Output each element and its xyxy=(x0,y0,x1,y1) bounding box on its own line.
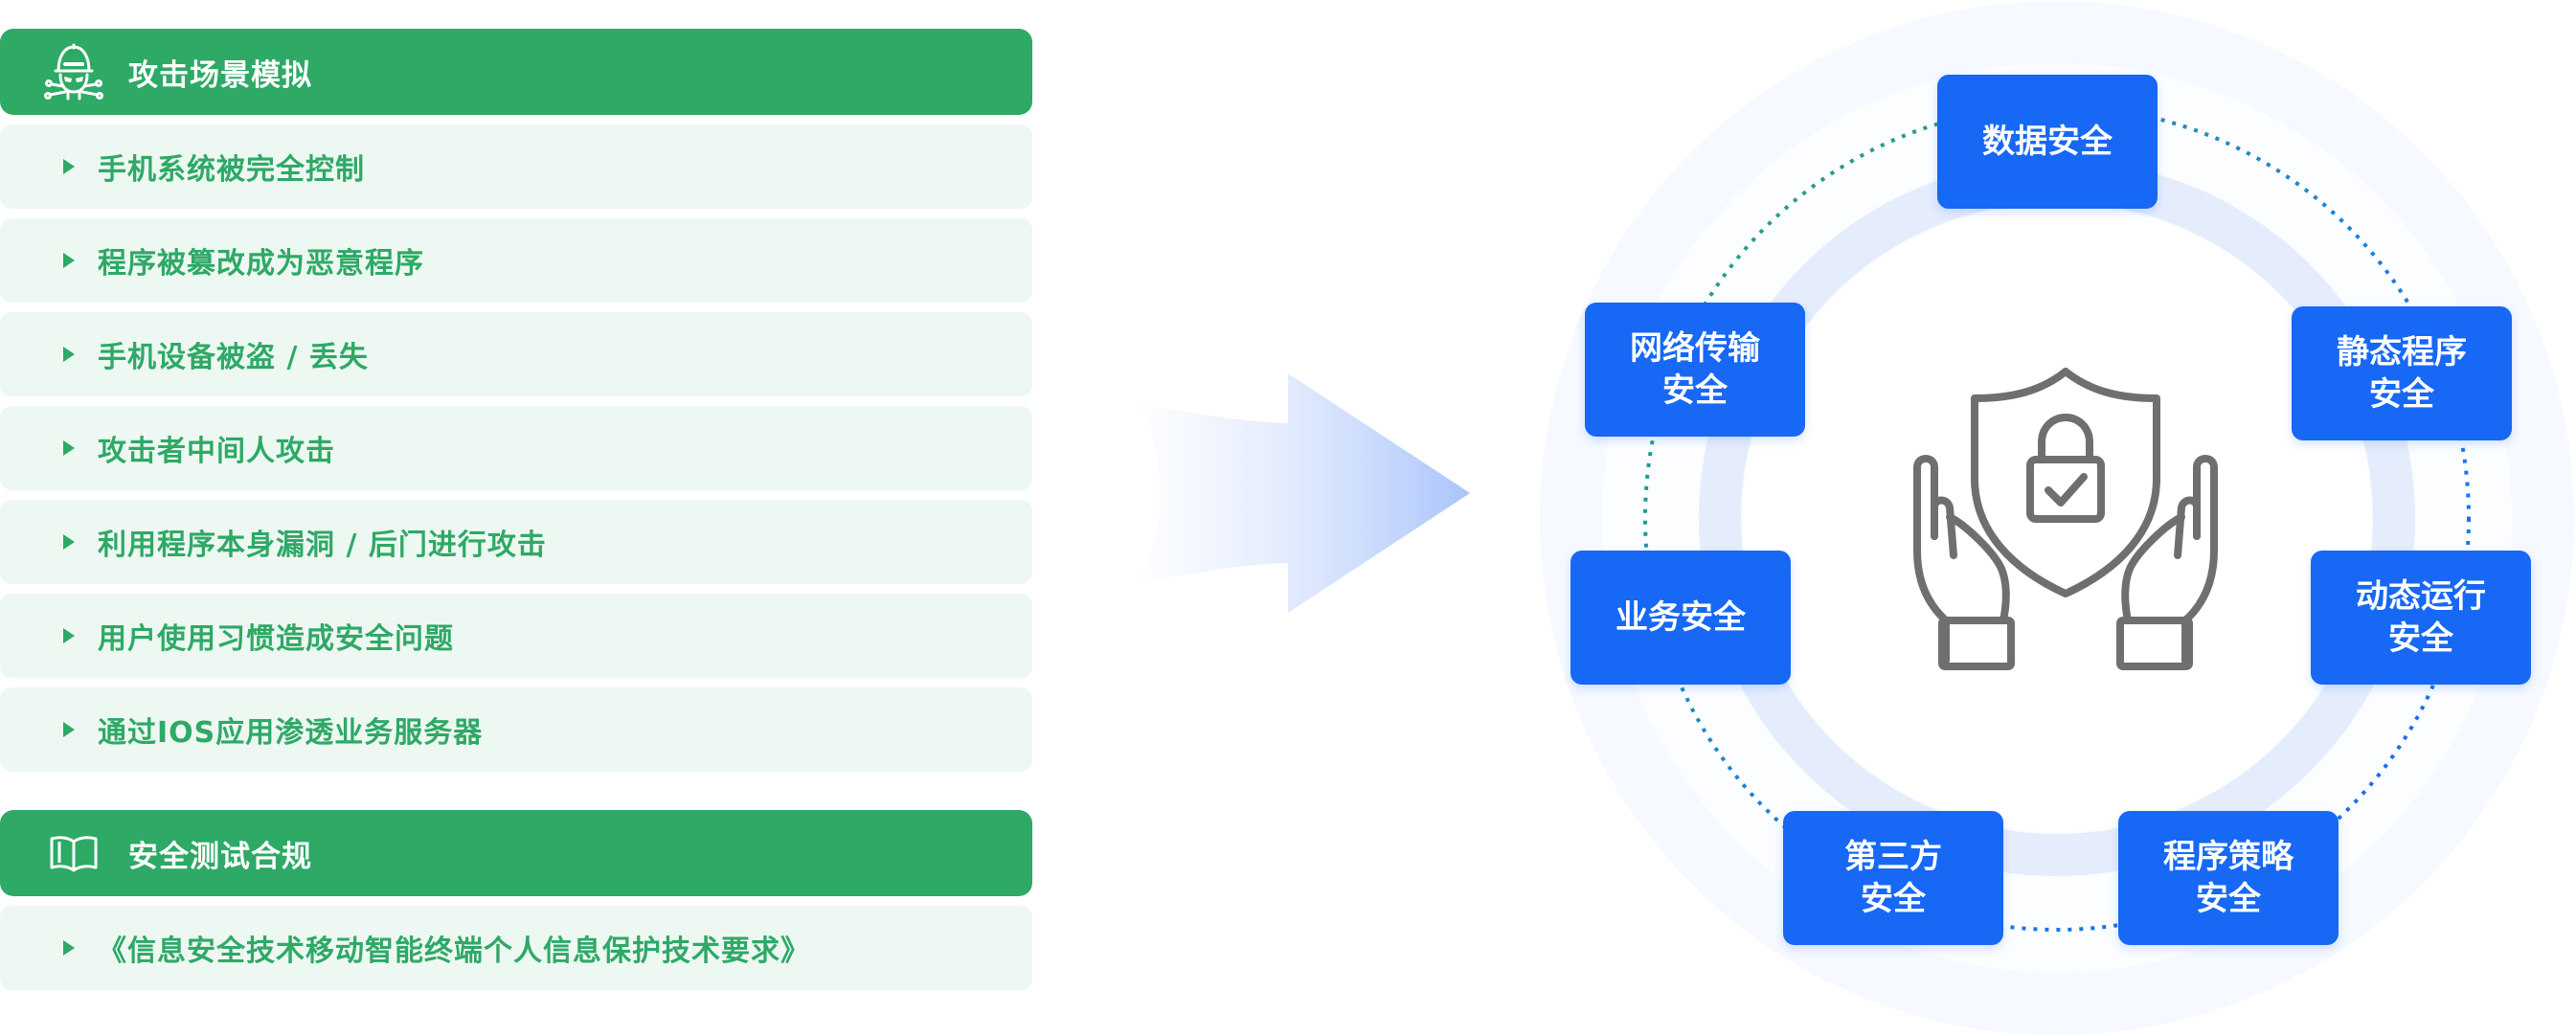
attack-item-label: 利用程序本身漏洞 / 后门进行攻击 xyxy=(98,529,547,562)
attack-item-label: 用户使用习惯造成安全问题 xyxy=(98,622,454,656)
book-icon xyxy=(40,820,107,887)
flow-arrow-icon xyxy=(1135,373,1470,613)
shield-lock-hands-icon xyxy=(1913,368,2218,670)
node-third-party-security: 第三方 安全 xyxy=(1783,811,2003,945)
node-static-program-security: 静态程序 安全 xyxy=(2292,306,2512,440)
bullet-triangle-icon xyxy=(63,253,75,268)
node-data-security: 数据安全 xyxy=(1937,75,2158,209)
compliance-item-label: 《信息安全技术移动智能终端个人信息保护技术要求》 xyxy=(98,935,810,968)
bullet-triangle-icon xyxy=(63,347,75,362)
compliance-panel: 安全测试合规 《信息安全技术移动智能终端个人信息保护技术要求》 xyxy=(0,810,1032,990)
attack-item: 用户使用习惯造成安全问题 xyxy=(0,594,1032,678)
attack-item: 通过IOS应用渗透业务服务器 xyxy=(0,687,1032,772)
attack-item: 程序被篡改成为恶意程序 xyxy=(0,218,1032,303)
attack-item-label: 手机系统被完全控制 xyxy=(98,153,365,187)
node-network-transport-security: 网络传输 安全 xyxy=(1585,303,1805,437)
compliance-title: 安全测试合规 xyxy=(128,839,312,874)
attack-item-label: 手机设备被盗 / 丢失 xyxy=(98,341,369,374)
attack-item-label: 程序被篡改成为恶意程序 xyxy=(98,247,424,281)
attack-item-label: 攻击者中间人攻击 xyxy=(98,435,335,468)
attack-scenario-title: 攻击场景模拟 xyxy=(128,57,312,93)
bullet-triangle-icon xyxy=(63,628,75,643)
attack-scenario-header: 攻击场景模拟 xyxy=(0,29,1032,115)
compliance-item: 《信息安全技术移动智能终端个人信息保护技术要求》 xyxy=(0,906,1032,990)
bullet-triangle-icon xyxy=(63,534,75,550)
bullet-triangle-icon xyxy=(63,440,75,456)
attack-item: 利用程序本身漏洞 / 后门进行攻击 xyxy=(0,500,1032,584)
attack-item: 手机设备被盗 / 丢失 xyxy=(0,312,1032,396)
compliance-header: 安全测试合规 xyxy=(0,810,1032,896)
attack-item: 手机系统被完全控制 xyxy=(0,124,1032,209)
attack-item: 攻击者中间人攻击 xyxy=(0,406,1032,490)
node-business-security: 业务安全 xyxy=(1570,551,1791,685)
attack-item-label: 通过IOS应用渗透业务服务器 xyxy=(98,716,484,750)
bullet-triangle-icon xyxy=(63,159,75,174)
attack-scenario-panel: 攻击场景模拟 手机系统被完全控制 程序被篡改成为恶意程序 手机设备被盗 / 丢失… xyxy=(0,29,1032,772)
node-dynamic-runtime-security: 动态运行 安全 xyxy=(2311,551,2531,685)
node-program-strategy-security: 程序策略 安全 xyxy=(2118,811,2339,945)
bullet-triangle-icon xyxy=(63,722,75,737)
bullet-triangle-icon xyxy=(63,940,75,956)
security-ring-diagram: 数据安全 静态程序 安全 动态运行 安全 程序策略 安全 第三方 安全 业务安全… xyxy=(1532,0,2576,1036)
hacker-icon xyxy=(40,38,107,105)
